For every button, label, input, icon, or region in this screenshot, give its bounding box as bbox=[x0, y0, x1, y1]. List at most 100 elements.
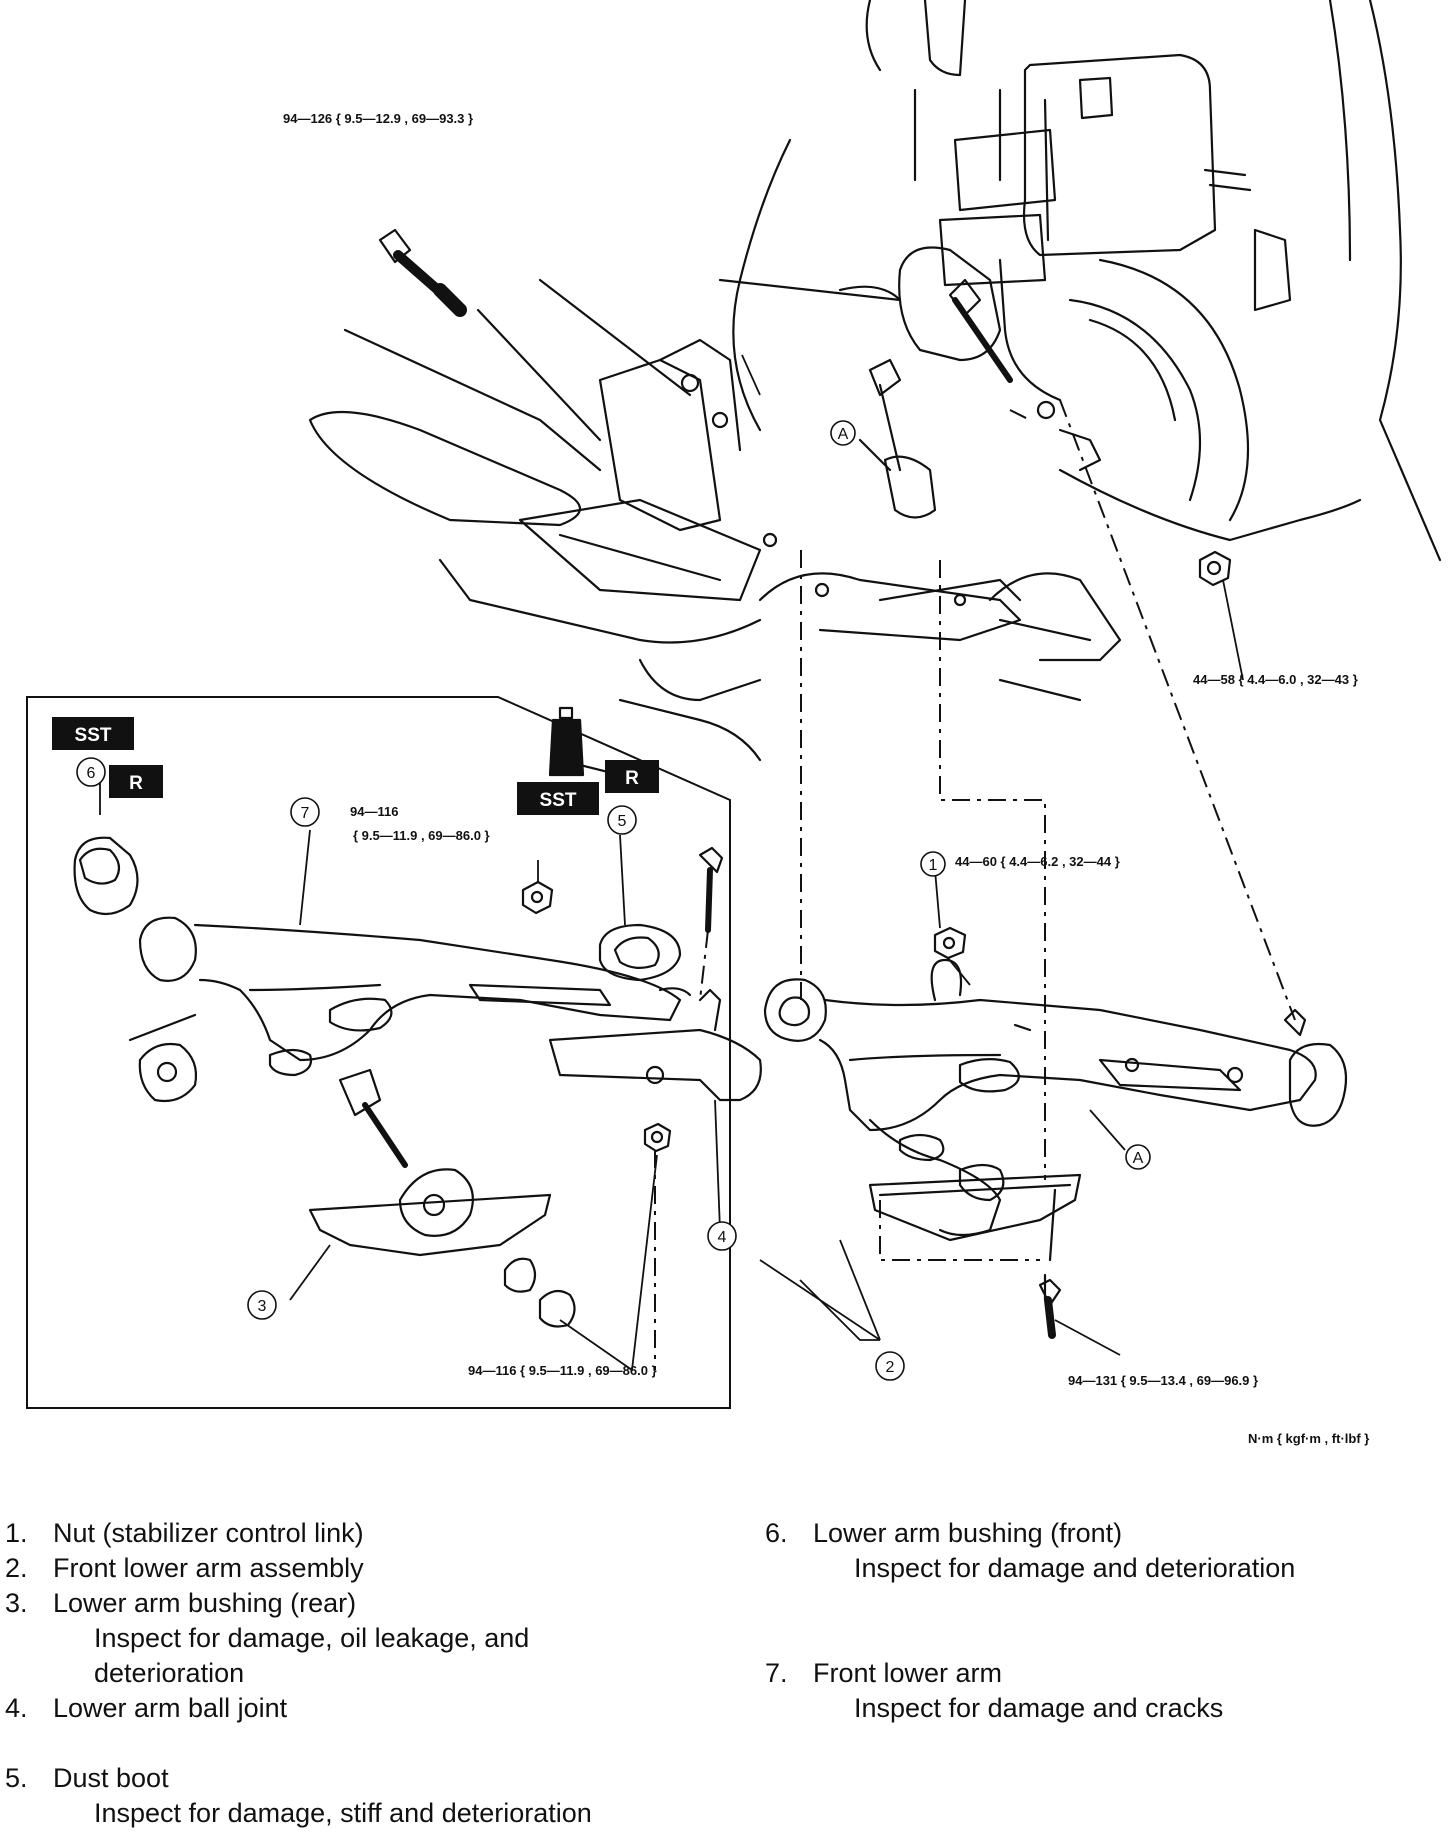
legend-right: 6. Lower arm bushing (front) Inspect for… bbox=[765, 1516, 1445, 1726]
r-badge-left: R bbox=[109, 765, 163, 798]
small-bolt-inset bbox=[698, 846, 724, 933]
callout-3: 3 bbox=[258, 1298, 267, 1315]
right-nut bbox=[1198, 550, 1232, 587]
r-badge-mid: R bbox=[605, 760, 659, 793]
legend-sub: Inspect for damage and deterioration bbox=[854, 1553, 1296, 1583]
legend-num: 6. bbox=[765, 1518, 788, 1548]
leader-bottom-bolt bbox=[1054, 1319, 1121, 1356]
washer-inset-left bbox=[128, 1013, 198, 1103]
rear-bushing-3 bbox=[308, 1068, 552, 1257]
legend-sub: deterioration bbox=[94, 1658, 245, 1688]
leader-A-right bbox=[1089, 1109, 1126, 1151]
sst-tool-bottle bbox=[548, 706, 585, 777]
legend-item-1: 1. Nut (stabilizer control link) bbox=[5, 1516, 735, 1551]
leader-inset-bottom bbox=[559, 1154, 658, 1371]
legend-item-6: 6. Lower arm bushing (front) bbox=[765, 1516, 1445, 1551]
ball-joint-4 bbox=[548, 988, 762, 1102]
torque-inset-top-line1: 94—116 bbox=[350, 804, 398, 819]
legend-item-4: 4. Lower arm ball joint bbox=[5, 1691, 735, 1726]
dashline-inset-bolt bbox=[699, 929, 709, 1001]
nuts-inset-bottom bbox=[503, 1257, 576, 1328]
legend-num: 2. bbox=[5, 1553, 28, 1583]
callout-circle-1 bbox=[920, 851, 946, 877]
legend-num: 7. bbox=[765, 1658, 788, 1688]
torque-bottom-bolt: 94—131 { 9.5—13.4 , 69—96.9 } bbox=[1068, 1373, 1258, 1388]
legend-title: Lower arm bushing (rear) bbox=[53, 1588, 357, 1618]
nut-inset-top bbox=[521, 880, 554, 915]
front-lower-arm-assembled bbox=[763, 958, 1348, 1237]
legend-num: 3. bbox=[5, 1588, 28, 1618]
legend-title: Lower arm bushing (front) bbox=[813, 1518, 1123, 1548]
legend-item-7: 7. Front lower arm bbox=[765, 1656, 1445, 1691]
svg-text:SST: SST bbox=[540, 790, 577, 811]
leader-4 bbox=[714, 1099, 721, 1231]
leader-callout-2 bbox=[759, 1239, 881, 1341]
callout-circle-6 bbox=[76, 757, 106, 787]
nut-inset-mid bbox=[643, 1122, 672, 1153]
crossmember bbox=[308, 138, 1122, 782]
svg-text:R: R bbox=[625, 768, 639, 789]
front-lower-arm-7 bbox=[138, 916, 692, 1077]
legend-title: Front lower arm bbox=[813, 1658, 1003, 1688]
svg-text:R: R bbox=[129, 773, 143, 794]
callout-6: 6 bbox=[87, 765, 96, 782]
front-bushing-6 bbox=[73, 836, 139, 916]
sst-badge-mid: SST bbox=[517, 782, 599, 815]
dashline-knuckle bbox=[1009, 409, 1031, 421]
legend-num: 4. bbox=[5, 1693, 28, 1723]
callout-4: 4 bbox=[718, 1229, 727, 1246]
callout-circle-3 bbox=[247, 1290, 277, 1320]
leader-inset-to-2 bbox=[799, 1279, 880, 1341]
strut-and-caliper bbox=[865, 0, 1442, 562]
dashline-bolt bbox=[939, 560, 1046, 1180]
legend-item-3: 3. Lower arm bushing (rear) bbox=[5, 1586, 735, 1621]
callout-circle-2 bbox=[875, 1351, 905, 1381]
dashline-balljoint bbox=[1059, 399, 1296, 1021]
callout-2: 2 bbox=[886, 1359, 895, 1376]
leader-7 bbox=[299, 829, 311, 926]
legend-title: Front lower arm assembly bbox=[53, 1553, 364, 1583]
callout-circle-A-link bbox=[830, 420, 856, 446]
legend-num: 5. bbox=[5, 1763, 28, 1793]
suspension-exploded-diagram: 94—126 { 9.5—12.9 , 69—93.3 } 44—58 { 4.… bbox=[26, 0, 1442, 1446]
legend-title: Lower arm ball joint bbox=[53, 1693, 288, 1723]
torque-nut-1: 44—60 { 4.4—6.2 , 32—44 } bbox=[955, 854, 1120, 869]
leader-3 bbox=[289, 1244, 331, 1301]
dust-boot-5 bbox=[598, 923, 682, 982]
callout-7: 7 bbox=[301, 805, 310, 822]
callout-circle-7 bbox=[290, 797, 320, 827]
callout-circle-4 bbox=[707, 1221, 737, 1251]
svg-text:SST: SST bbox=[75, 725, 112, 746]
leader-callout-1 bbox=[934, 869, 941, 929]
knuckle bbox=[718, 246, 1102, 472]
torque-top-bolt: 94—126 { 9.5—12.9 , 69—93.3 } bbox=[283, 111, 473, 126]
dashline-rear bbox=[879, 1200, 1040, 1261]
leader-right-nut bbox=[1222, 579, 1244, 681]
torque-inset-top-line2: { 9.5—11.9 , 69—86.0 } bbox=[353, 828, 490, 843]
callout-circle-5 bbox=[607, 805, 637, 835]
legend-item-5: 5. Dust boot bbox=[5, 1761, 735, 1796]
callout-A-arm: A bbox=[1133, 1150, 1144, 1167]
nut-1 bbox=[933, 926, 967, 960]
inset-box bbox=[26, 696, 731, 1409]
stabilizer-link bbox=[858, 358, 937, 519]
torque-right-nut: 44—58 { 4.4—6.0 , 32—43 } bbox=[1193, 672, 1358, 687]
legend-sub: Inspect for damage, stiff and deteriorat… bbox=[94, 1798, 592, 1828]
legend-title: Dust boot bbox=[53, 1763, 169, 1793]
leader-5 bbox=[619, 834, 626, 926]
legend-sub: Inspect for damage, oil leakage, and bbox=[94, 1623, 530, 1653]
legend-item-2: 2. Front lower arm assembly bbox=[5, 1551, 735, 1586]
legend-sub: Inspect for damage and cracks bbox=[854, 1693, 1224, 1723]
leader-nut-1 bbox=[947, 957, 971, 986]
leader-A-link bbox=[741, 354, 761, 396]
callout-circle-A-arm bbox=[1125, 1144, 1151, 1170]
callout-1: 1 bbox=[929, 857, 938, 874]
sst-badge-left: SST bbox=[52, 717, 134, 750]
callout-5: 5 bbox=[618, 813, 627, 830]
legend-left: 1. Nut (stabilizer control link) 2. Fron… bbox=[5, 1516, 735, 1831]
legend-title: Nut (stabilizer control link) bbox=[53, 1518, 364, 1548]
rear-bushing-bracket-right bbox=[868, 1173, 1082, 1339]
legend-num: 1. bbox=[5, 1518, 28, 1548]
torque-inset-bottom: 94—116 { 9.5—11.9 , 69—86.0 } bbox=[468, 1363, 657, 1378]
torque-units: N·m { kgf·m , ft·lbf } bbox=[1248, 1431, 1369, 1446]
